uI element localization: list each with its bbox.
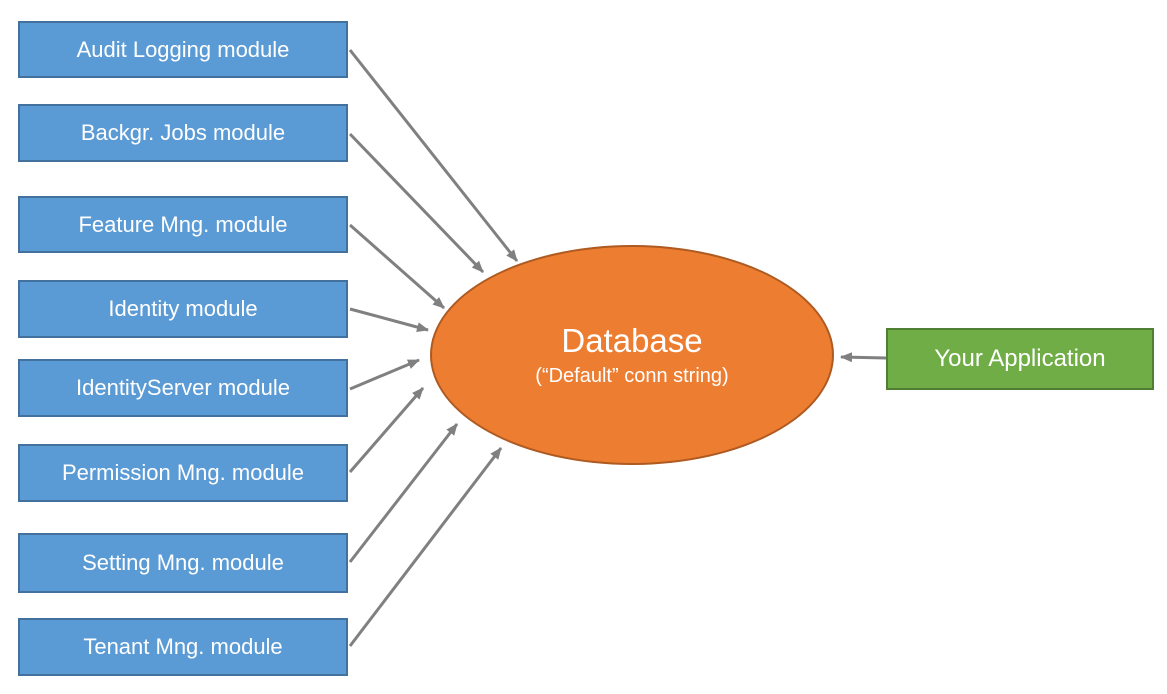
arrow-setting-mng-to-database (348, 423, 459, 563)
module-label: Setting Mng. module (82, 550, 284, 575)
module-box-permission-mng: Permission Mng. module (18, 444, 348, 502)
arrow-feature-mng-to-database (349, 223, 445, 310)
module-label: Backgr. Jobs module (80, 120, 286, 145)
module-box-audit-logging: Audit Logging module (18, 21, 348, 78)
module-box-identity: Identity module (18, 280, 348, 338)
database-subtitle: (“Default” conn string) (535, 365, 729, 388)
database-title: Database (561, 321, 703, 359)
module-label: Feature Mng. module (78, 211, 288, 237)
module-label: Audit Logging module (76, 36, 290, 62)
module-box-backgr-jobs: Backgr. Jobs module (18, 104, 348, 162)
application-label: Your Application (934, 345, 1106, 372)
arrow-identity-to-database (349, 307, 429, 332)
module-label: Tenant Mng. module (83, 634, 283, 659)
module-label: Permission Mng. module (61, 460, 305, 485)
module-box-identityserver: IdentityServer module (18, 359, 348, 417)
module-box-feature-mng: Feature Mng. module (18, 196, 348, 253)
arrow-audit-logging-to-database (348, 49, 519, 262)
arrow-tenant-mng-to-database (348, 447, 503, 647)
module-box-setting-mng: Setting Mng. module (18, 533, 348, 593)
database-ellipse: Database (“Default” conn string) (430, 245, 834, 465)
arrow-identityserver-to-database (349, 358, 420, 391)
module-label: IdentityServer module (76, 375, 290, 400)
arrow-application-to-database (840, 352, 887, 363)
arrow-backgr-jobs-to-database (348, 132, 485, 274)
your-application-box: Your Application (886, 328, 1154, 390)
module-box-tenant-mng: Tenant Mng. module (18, 618, 348, 676)
module-label: Identity module (108, 296, 258, 321)
arrow-permission-mng-to-database (348, 387, 425, 473)
